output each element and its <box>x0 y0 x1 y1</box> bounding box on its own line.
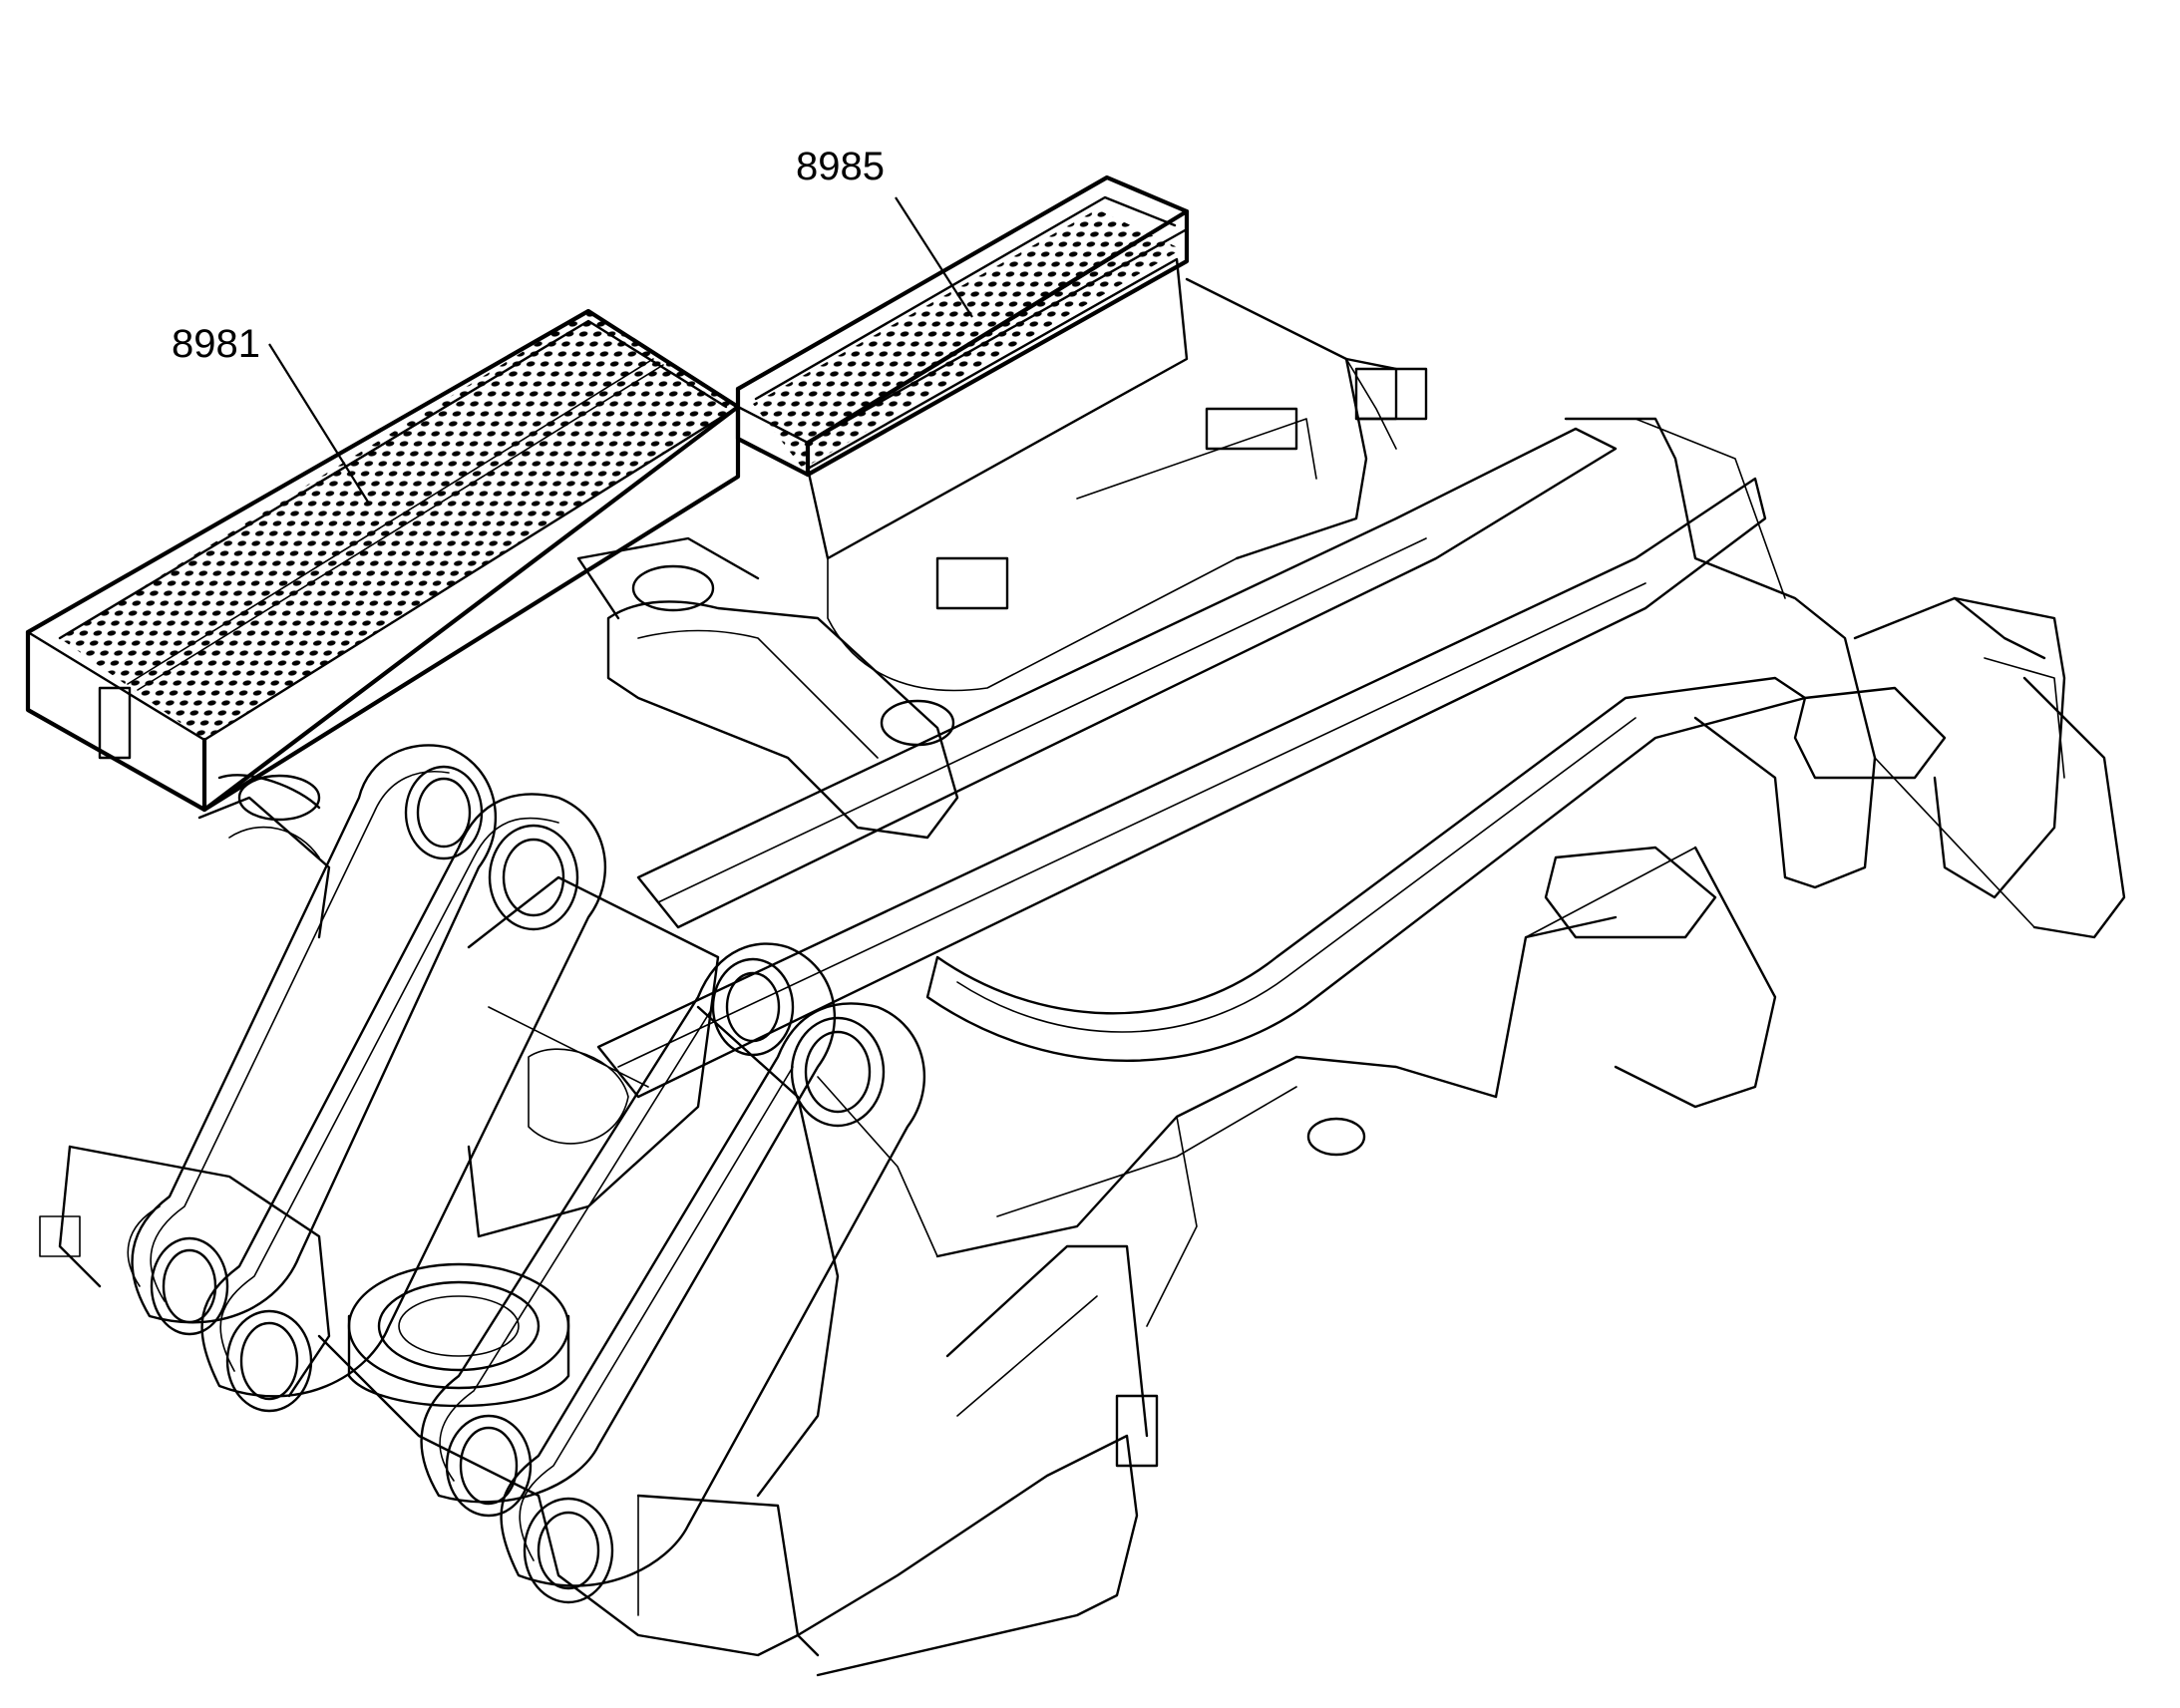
chassis-frame <box>39 257 2126 1677</box>
callout-label-8985: 8985 <box>796 145 885 188</box>
loader-arms <box>127 744 926 1604</box>
callout-8981: 8981 <box>172 322 370 505</box>
callout-label-8981: 8981 <box>172 322 260 366</box>
grating-8985 <box>735 174 1190 478</box>
callout-8985: 8985 <box>796 145 973 318</box>
grating-8981 <box>25 308 741 813</box>
